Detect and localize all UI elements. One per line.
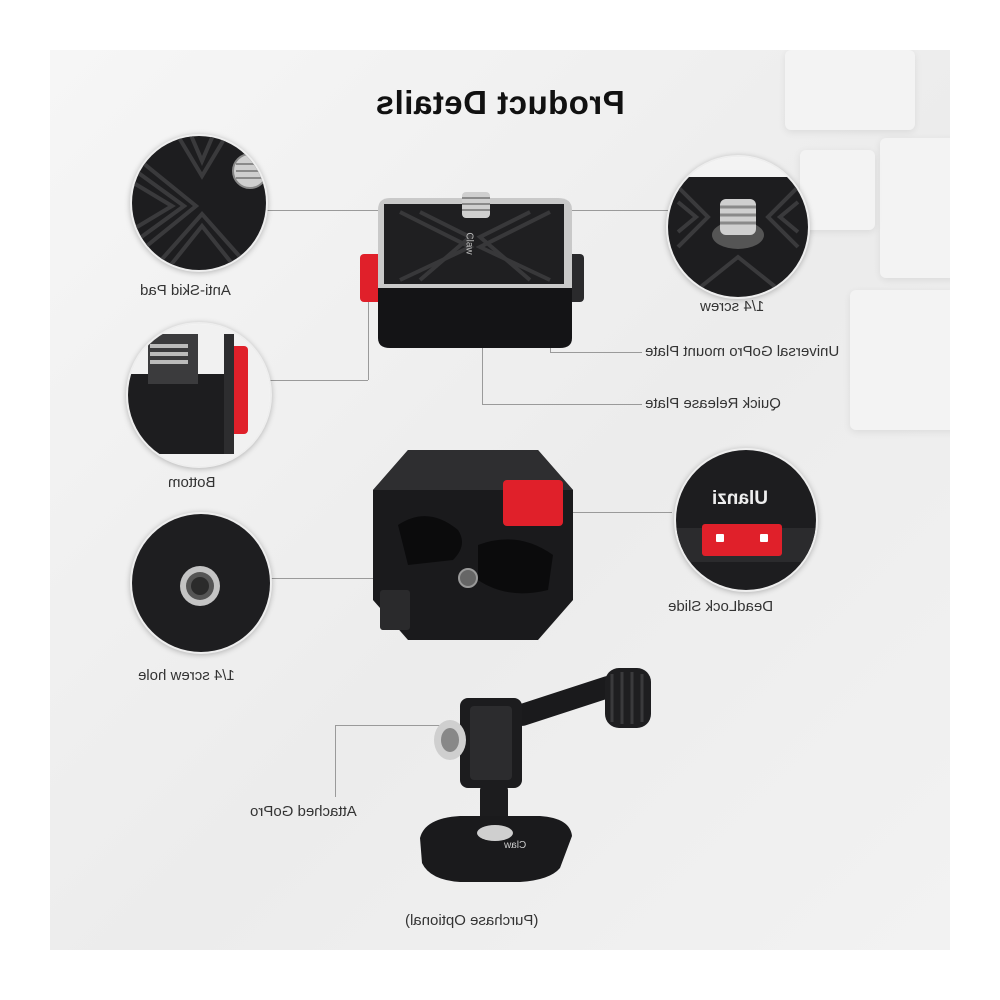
deco-tile <box>880 138 950 278</box>
label-universal-plate: Universal GoPro mount Plate <box>645 343 840 360</box>
deco-tile <box>850 290 950 430</box>
leader-line <box>335 725 336 797</box>
base-block-illustration <box>373 450 573 640</box>
anti-skid-pad-detail <box>130 134 268 272</box>
deadlock-slide-detail <box>674 448 818 592</box>
label-anti-skid-pad: Anti-Skid Pad <box>140 282 231 299</box>
gopro-mount-illustration <box>420 668 651 882</box>
label-screw-hole: 1/4 screw hole <box>138 667 235 684</box>
quick-release-plate-illustration <box>360 192 584 348</box>
leader-line <box>335 725 445 726</box>
label-quick-release: Quick Release Plate <box>645 395 781 412</box>
leader-line <box>482 330 483 404</box>
leader-line <box>270 578 465 579</box>
bottom-detail <box>126 322 272 468</box>
deco-tile <box>800 150 875 230</box>
page-title: Product Details <box>375 84 625 121</box>
label-attached-gopro: Attached GoPro <box>250 803 357 820</box>
leader-line <box>368 300 369 380</box>
brand-engraving: Ulanzi <box>712 488 768 509</box>
label-deadlock-slide: DeadLock Slide <box>668 598 774 615</box>
quarter-screw-detail <box>666 155 810 299</box>
label-bottom: Bottom <box>168 474 216 491</box>
leader-line <box>550 352 642 353</box>
leader-line <box>268 380 368 381</box>
deco-tile <box>785 50 915 130</box>
leader-line <box>560 512 672 513</box>
label-quarter-screw: 1/4 screw <box>700 298 765 315</box>
plate-engraving: Claw <box>463 232 475 255</box>
label-purchase-optional: (Purchase Optional) <box>405 912 539 929</box>
leader-line <box>482 404 642 405</box>
mount-engraving: Claw <box>504 840 527 851</box>
screw-hole-detail <box>130 512 272 654</box>
